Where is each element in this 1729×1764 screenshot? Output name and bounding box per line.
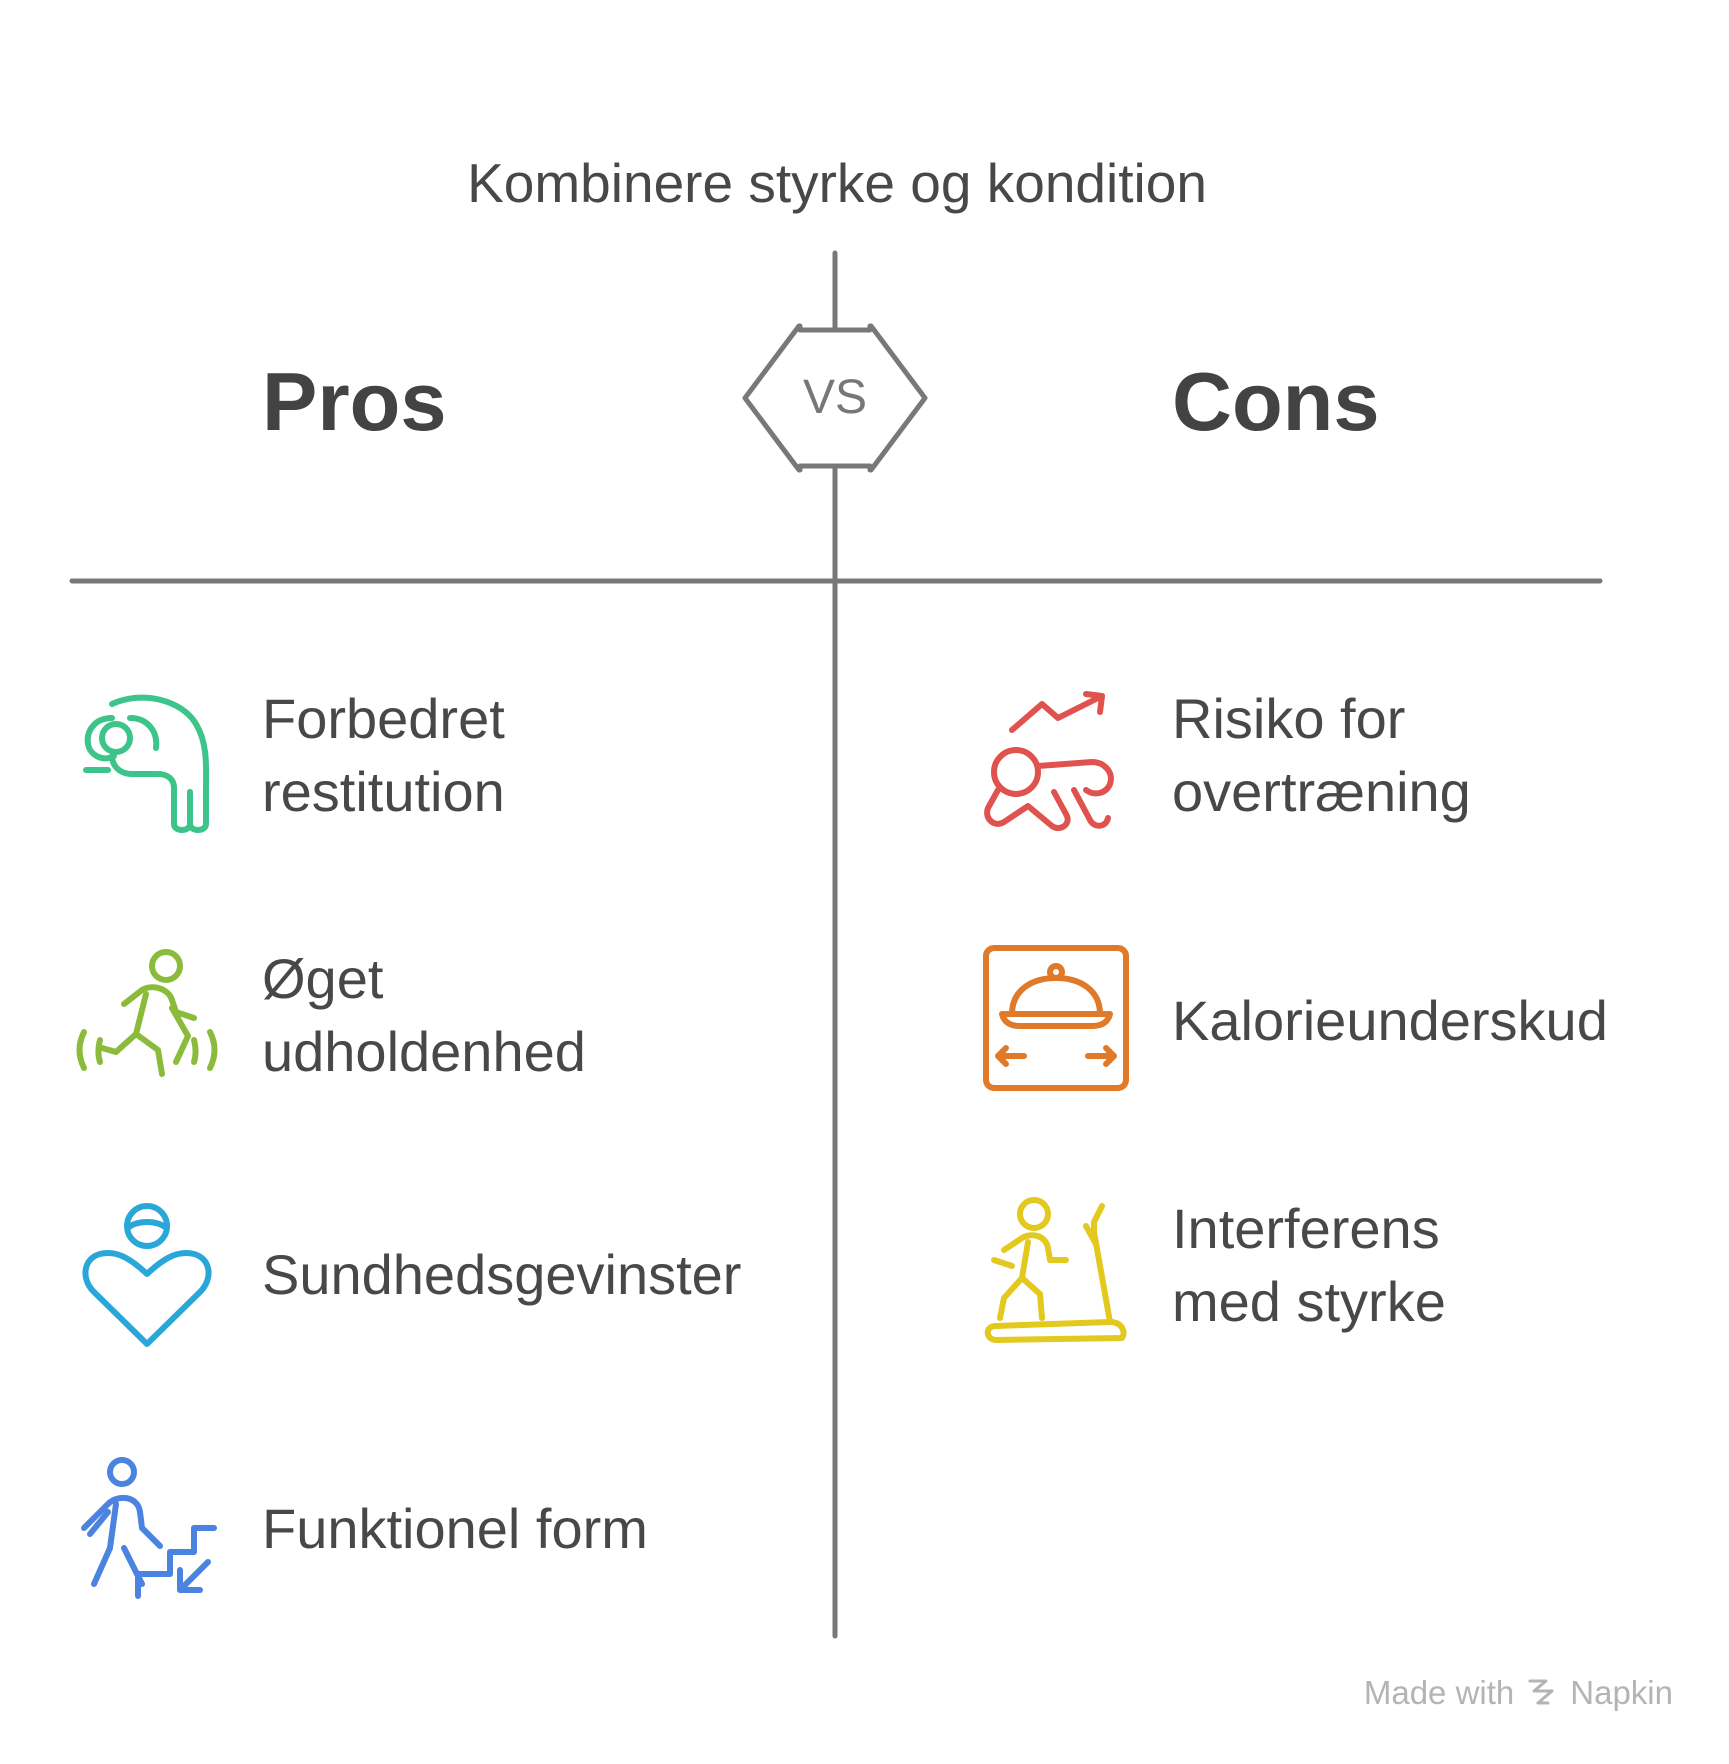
overtraining-icon	[982, 688, 1132, 838]
pros-item-label: Forbedret restitution	[262, 687, 505, 823]
made-with-text: Made with	[1363, 1674, 1515, 1711]
stairs-climber-icon	[72, 1456, 222, 1606]
napkin-brand-text: Napkin	[1570, 1674, 1673, 1711]
diagram-title: Kombinere styrke og kondition	[467, 152, 1207, 214]
pros-item-label: Funktionel form	[262, 1497, 648, 1560]
cons-heading: Cons	[1172, 355, 1380, 448]
vs-badge	[742, 323, 928, 473]
vs-label: VS	[802, 371, 868, 424]
cons-item-label: Interferens med styrke	[1172, 1197, 1446, 1333]
health-heart-icon	[72, 1202, 222, 1352]
recovery-icon	[72, 688, 222, 838]
made-with-napkin-footer: Made with Napkin	[1364, 1674, 1673, 1712]
pros-heading: Pros	[262, 355, 447, 448]
pros-item-label: Øget udholdenhed	[262, 947, 586, 1083]
cons-item-label: Risiko for overtræning	[1172, 687, 1471, 823]
cons-item-label: Kalorieunderskud	[1172, 989, 1608, 1052]
calorie-tray-icon	[982, 944, 1132, 1094]
pros-item-label: Sundhedsgevinster	[262, 1243, 742, 1306]
endurance-runner-icon	[72, 948, 222, 1098]
napkin-logo-icon	[1528, 1679, 1554, 1705]
treadmill-icon	[982, 1197, 1132, 1348]
